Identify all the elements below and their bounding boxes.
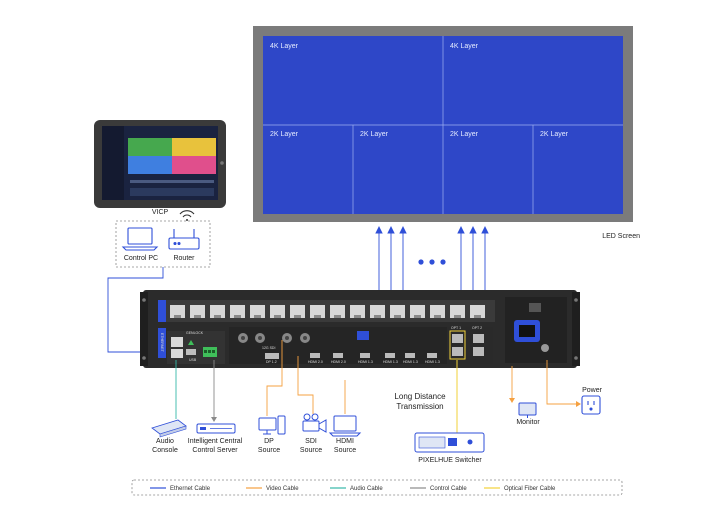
rj45-port xyxy=(190,305,205,318)
port-label-opt2: OPT 2 xyxy=(472,326,483,330)
legend: Ethernet Cable Video Cable Audio Cable Cont… xyxy=(150,486,556,492)
rj45-port-latch xyxy=(394,315,401,318)
rj45-port xyxy=(470,305,485,318)
screen-label: LED Screen xyxy=(602,233,640,240)
rj45-port-latch xyxy=(314,315,321,318)
left-io-panel xyxy=(167,331,225,364)
layer-label: 2K Layer xyxy=(450,131,479,138)
rj45-port-latch xyxy=(274,315,281,318)
dp-source-label: DP Source xyxy=(257,438,281,454)
wifi-icon xyxy=(179,210,195,221)
layer-label: 2K Layer xyxy=(270,131,299,138)
rj45-port xyxy=(370,305,385,318)
rj45-port xyxy=(270,305,285,318)
hdmi-source-icon xyxy=(328,415,362,437)
layer-label: 2K Layer xyxy=(540,131,569,138)
legend-label: Optical Fiber Cable xyxy=(504,486,556,492)
network-group-box xyxy=(115,220,211,268)
legend-label: Video Cable xyxy=(266,486,299,492)
monitor-icon xyxy=(518,402,537,418)
layer-label: 4K Layer xyxy=(270,43,299,50)
hdmi-port-label: HDMI 2.0 xyxy=(331,360,346,364)
hdmi-port-label: HDMI 1.3 xyxy=(425,360,440,364)
port-label-genlock: GENLOCK xyxy=(186,331,204,335)
rj45-port xyxy=(390,305,405,318)
rj45-port-latch xyxy=(194,315,201,318)
vicp-tablet xyxy=(94,120,226,208)
rj45-port-latch xyxy=(254,315,261,318)
rj45-port xyxy=(210,305,225,318)
rj45-ports xyxy=(170,305,485,318)
optical-card xyxy=(447,327,493,364)
sdi-source-icon xyxy=(302,413,327,433)
router-label: Router xyxy=(173,255,195,262)
legend-box xyxy=(131,479,623,496)
switcher-label: PIXELHUE Switcher xyxy=(418,457,482,464)
rj45-port xyxy=(330,305,345,318)
pixelhue-switcher-icon xyxy=(414,432,485,453)
ethernet-uplinks xyxy=(375,225,489,300)
rj45-port xyxy=(230,305,245,318)
rj45-port xyxy=(450,305,465,318)
legend-label: Control Cable xyxy=(430,486,467,492)
hdmi-port-label: HDMI 1.3 xyxy=(403,360,418,364)
rj45-port xyxy=(430,305,445,318)
legend-label: Audio Cable xyxy=(350,486,383,492)
sdi-source-label: SDI Source xyxy=(299,438,323,454)
rj45-port-latch xyxy=(474,315,481,318)
rj45-port xyxy=(350,305,365,318)
hdmi-port-label: HDMI 2.0 xyxy=(308,360,323,364)
control-pc-label: Control PC xyxy=(123,255,159,262)
control-server-label: Intelligent Central Control Server xyxy=(187,438,243,454)
rj45-port xyxy=(170,305,185,318)
port-label-usb: USB xyxy=(189,358,197,362)
rj45-port xyxy=(410,305,425,318)
rj45-port xyxy=(290,305,305,318)
router-icon xyxy=(168,229,200,250)
control-server-icon xyxy=(196,423,236,434)
port-label-dp: DP 1.2 xyxy=(266,360,277,364)
hdmi-port-label: HDMI 1.3 xyxy=(358,360,373,364)
rj45-port-latch xyxy=(434,315,441,318)
ethernet-control-link xyxy=(107,267,166,353)
rj45-port-latch xyxy=(334,315,341,318)
port-label-ethernet: ETHERNET xyxy=(160,333,164,352)
rj45-port-latch xyxy=(374,315,381,318)
layer-label: 4K Layer xyxy=(450,43,479,50)
video-cables xyxy=(266,340,578,416)
hdmi-source-label: HDMI Source xyxy=(333,438,357,454)
rj45-port-latch xyxy=(174,315,181,318)
port-label-sdi: 12G SDI xyxy=(262,346,276,350)
audio-console-icon xyxy=(151,419,187,438)
power-label: Power xyxy=(582,387,602,394)
control-cable xyxy=(211,360,217,422)
power-outlet-icon xyxy=(581,395,601,415)
legend-label: Ethernet Cable xyxy=(170,486,211,492)
rj45-port xyxy=(310,305,325,318)
rj45-port xyxy=(250,305,265,318)
rj45-port-latch xyxy=(354,315,361,318)
dp-source-icon xyxy=(258,415,286,435)
port-label-opt1: OPT 1 xyxy=(451,326,462,330)
rj45-port-latch xyxy=(294,315,301,318)
layer-label: 2K Layer xyxy=(360,131,389,138)
hdmi-port-label: HDMI 1.3 xyxy=(383,360,398,364)
transmission-label: Long Distance Transmission xyxy=(394,392,446,411)
rj45-port-latch xyxy=(454,315,461,318)
rj45-port-latch xyxy=(414,315,421,318)
laptop-icon xyxy=(121,227,159,251)
input-card xyxy=(229,327,447,364)
led-screen: 4K Layer 4K Layer 2K Layer 2K Layer 2K L… xyxy=(253,26,633,222)
monitor-label: Monitor xyxy=(516,419,540,426)
rj45-port-latch xyxy=(234,315,241,318)
rj45-port-latch xyxy=(214,315,221,318)
tablet-label: VICP xyxy=(151,209,169,216)
audio-console-label: Audio Console xyxy=(152,438,178,454)
power-module xyxy=(505,297,567,363)
